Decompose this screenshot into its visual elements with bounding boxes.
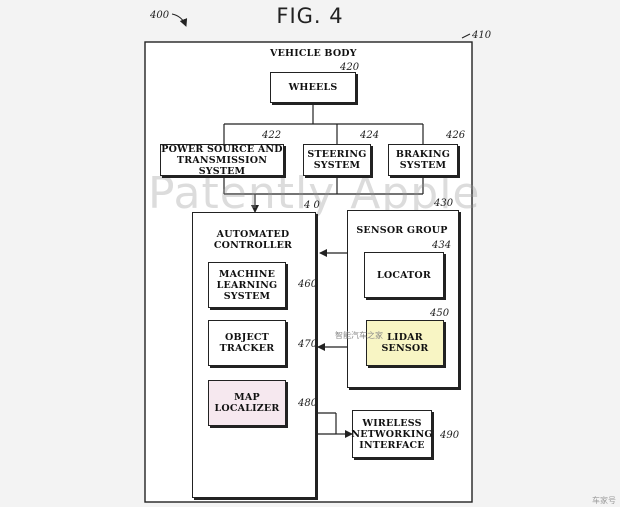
- sensor-group-ref: 430: [434, 198, 454, 209]
- corner-watermark: 车家号: [592, 496, 616, 505]
- figure-ref-400: 400: [150, 10, 170, 21]
- overlay-watermark-text: 智能汽车之家: [335, 331, 383, 340]
- power-source-ref: 422: [262, 130, 282, 141]
- lidar-sensor-ref: 450: [430, 308, 450, 319]
- vehicle-body-ref: 410: [472, 30, 492, 41]
- steering-box: STEERING SYSTEM: [303, 144, 371, 176]
- locator-ref: 434: [432, 240, 452, 251]
- map-localizer-box: MAP LOCALIZER: [208, 380, 286, 426]
- lidar-sensor-box: LIDAR SENSOR: [366, 320, 444, 366]
- wheels-ref: 420: [340, 62, 360, 73]
- locator-box: LOCATOR: [364, 252, 444, 298]
- machine-learning-system-box: MACHINE LEARNING SYSTEM: [208, 262, 286, 308]
- figure-title: FIG. 4: [276, 4, 344, 28]
- braking-ref: 426: [446, 130, 466, 141]
- vehicle-body-label: VEHICLE BODY: [270, 48, 357, 59]
- map-localizer-ref: 480: [298, 398, 318, 409]
- object-tracker-box: OBJECT TRACKER: [208, 320, 286, 366]
- steering-ref: 424: [360, 130, 380, 141]
- figure-ref-pointer: [171, 13, 188, 27]
- braking-box: BRAKING SYSTEM: [388, 144, 458, 176]
- automated-controller-label: AUTOMATED CONTROLLER: [213, 229, 293, 251]
- wireless-networking-interface-box: WIRELESS NETWORKING INTERFACE: [351, 410, 432, 458]
- automated-controller-ref: 4 0: [304, 200, 320, 211]
- wireless-networking-interface-ref: 490: [440, 430, 460, 441]
- machine-learning-system-ref: 460: [298, 279, 318, 290]
- power-source-box: POWER SOURCE AND TRANSMISSION SYSTEM: [160, 143, 284, 177]
- sensor-group-label: SENSOR GROUP: [356, 225, 448, 236]
- wheels-box: WHEELS: [270, 72, 356, 103]
- object-tracker-ref: 470: [298, 339, 318, 350]
